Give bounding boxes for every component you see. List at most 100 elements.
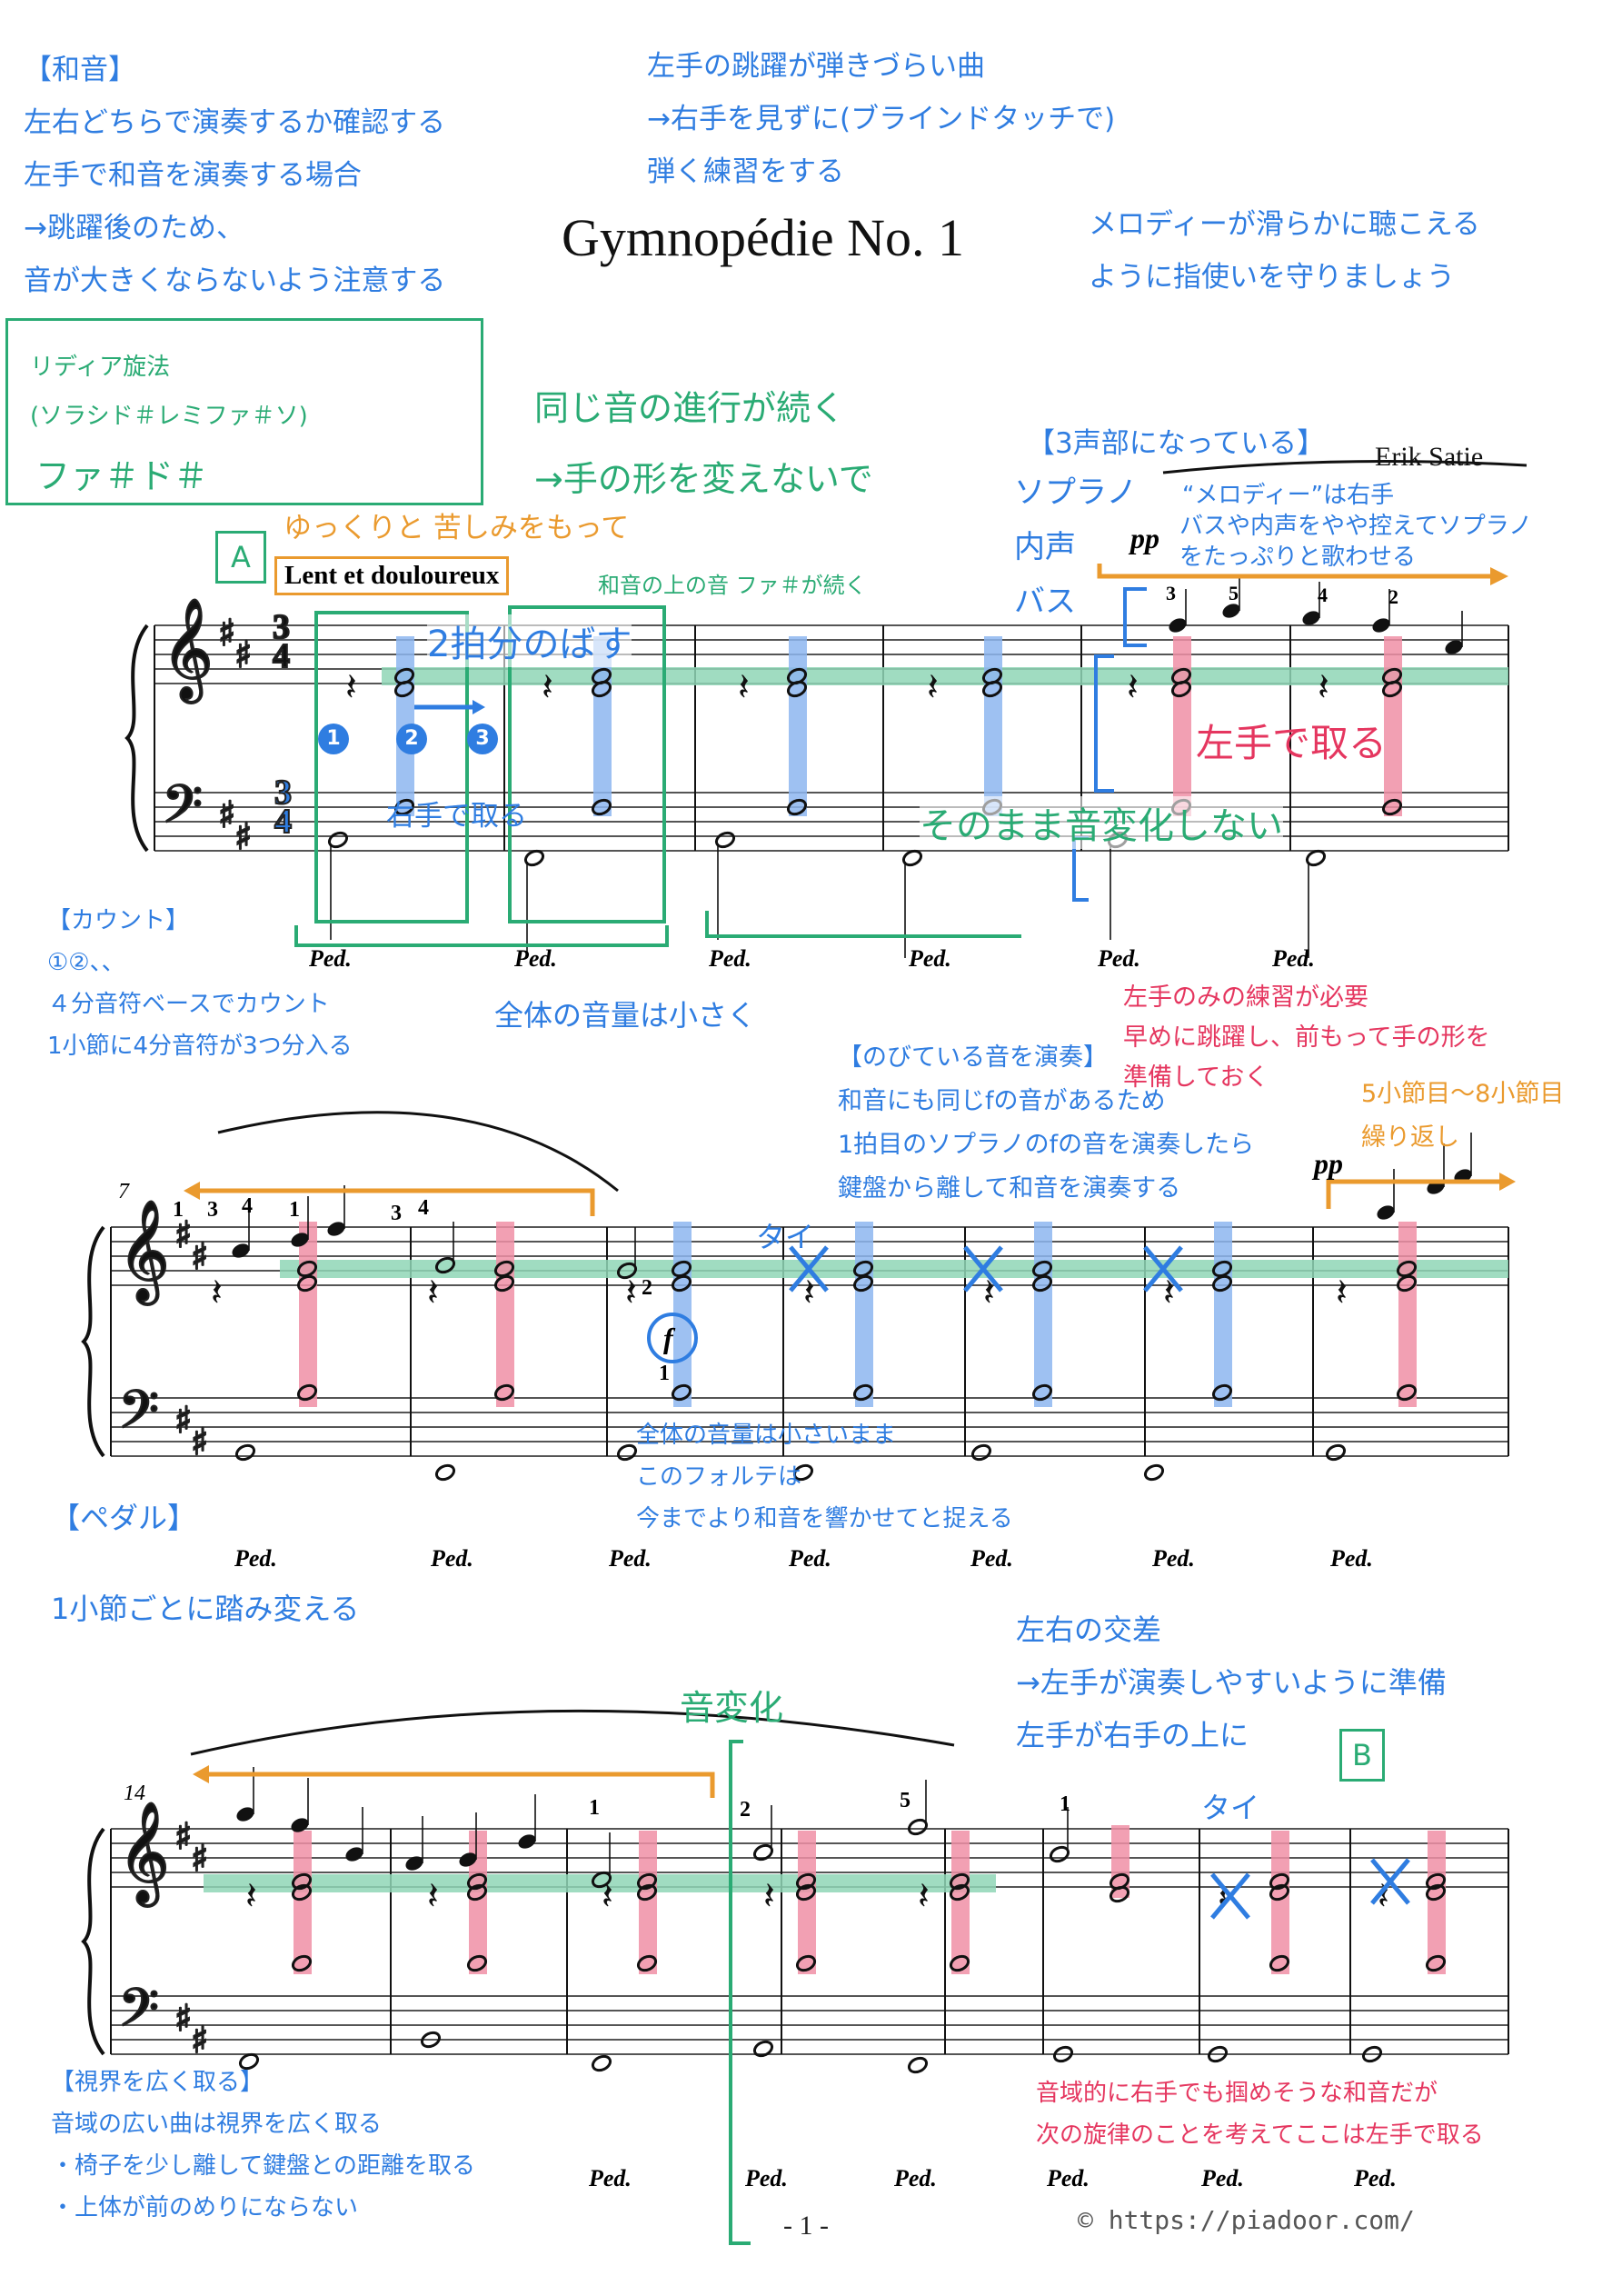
note-head — [232, 1243, 250, 1258]
pedal-mark: Ped. — [514, 945, 557, 972]
note-head — [1052, 2045, 1074, 2063]
section-label-a: A — [215, 531, 266, 584]
highlight-bar — [299, 1222, 317, 1407]
note-head — [949, 1883, 970, 1902]
wide-view-heading: 【視界を広く取る】 — [51, 2069, 264, 2096]
leap-note-line: 弾く練習をする — [647, 155, 844, 188]
overall-volume-note: 全体の音量は小さく — [494, 998, 757, 1033]
time-signature: 3 — [273, 608, 290, 646]
cross-hands-line: 左右の交差 — [1016, 1612, 1162, 1647]
note-head — [420, 2031, 442, 2049]
sharp-icon: ♯ — [174, 1400, 192, 1442]
slur — [217, 1111, 619, 1193]
dynamic-pp: pp — [1130, 522, 1159, 554]
wide-view-line: ・上体が前のめりにならない — [51, 2194, 359, 2221]
quarter-rest-icon: 𝄽 — [1336, 1270, 1348, 1314]
note-head — [238, 2052, 260, 2071]
note-head — [291, 1872, 313, 1891]
note-head — [1143, 1463, 1165, 1482]
wide-view-line: ・椅子を少し離して鍵盤との距離を取る — [51, 2152, 475, 2180]
highlight-bar — [639, 1831, 657, 1974]
note-head — [1445, 640, 1463, 654]
note-head — [1425, 1883, 1447, 1902]
note-head — [970, 1443, 992, 1462]
left-hand-take-note: 左手で取る — [1196, 721, 1388, 765]
page-title: Gymnopédie No. 1 — [562, 208, 964, 267]
chord-note-heading: 【和音】 — [24, 54, 136, 86]
count-heading: 【カウント】 — [47, 907, 190, 934]
arrow — [209, 1772, 715, 1798]
sharp-icon: ♯ — [234, 816, 252, 858]
slur — [1162, 460, 1527, 474]
note-head — [1031, 1260, 1053, 1278]
note-head — [1170, 680, 1192, 698]
note-head — [616, 1443, 638, 1462]
left-only-practice-note: 左手のみの練習が必要 早めに跳躍し、前もって手の形を 準備しておく — [1123, 978, 1490, 1098]
melody-right-note: “メロディー”は右手 バスや内声をやや控えてソプラノ をたっぷりと歌わせる — [1179, 480, 1532, 573]
brace — [124, 624, 149, 853]
sharp-icon: ♯ — [174, 1816, 192, 1858]
sustained-note: 【のびている音を演奏】 和音にも同じfの音があるため 1拍目のソプラノのfの音を… — [838, 1036, 1254, 1211]
pedal-mark: Ped. — [609, 1545, 652, 1572]
voice-bracket — [1123, 587, 1147, 647]
highlight-bar — [1173, 636, 1191, 816]
quarter-rest-icon: 𝄽 — [918, 1873, 930, 1918]
cross-out-icon — [789, 1245, 829, 1293]
note-head — [1207, 2045, 1229, 2063]
note-head — [296, 1274, 318, 1293]
note-head — [466, 1883, 488, 1902]
left-hand-choice-note: 音域的に右手でも掴めそうな和音だが 次の旋律のことを考えてここは左手で取る — [1036, 2072, 1484, 2156]
forte-note-line: 全体の音量は小さいまま — [636, 1422, 897, 1449]
same-progression-line: →手の形を変えないで — [534, 459, 873, 499]
count-marker-2: 2 — [396, 724, 427, 754]
forte-note-line: このフォルテは — [636, 1463, 802, 1491]
chord-note-line: 左手で和音を演奏する場合 — [24, 159, 362, 192]
treble-clef-icon: 𝄞 — [118, 1801, 170, 1907]
note-head — [949, 1872, 970, 1891]
quarter-rest-icon: 𝄽 — [803, 1270, 815, 1314]
lydian-title: リディア旋法 — [30, 354, 171, 381]
highlight-bar — [789, 636, 807, 816]
note-head — [901, 849, 923, 867]
fingering-note: メロディーが滑らかに聴こえる ように指使いを守りましょう — [1089, 198, 1480, 304]
note-head — [591, 798, 612, 816]
highlight-bar — [984, 636, 1002, 816]
note-head — [1396, 1260, 1418, 1278]
melody-arrow — [1097, 564, 1490, 579]
measure-number-14: 14 — [124, 1782, 145, 1805]
time-signature: 3 — [274, 774, 292, 812]
note-head — [291, 1818, 309, 1832]
highlight-bar — [1214, 1222, 1232, 1407]
tempo-box: Lent et douloureux — [274, 556, 510, 595]
quarter-rest-icon: 𝄽 — [927, 664, 939, 709]
fingering: 3 — [1166, 582, 1176, 604]
pedal-mark: Ped. — [894, 2165, 937, 2191]
note-head — [786, 798, 808, 816]
quarter-rest-icon: 𝄽 — [763, 1873, 775, 1918]
pedal-line: 1小節ごとに踏み変える — [51, 1592, 360, 1626]
quarter-rest-icon: 𝄽 — [427, 1270, 439, 1314]
highlight-bar — [496, 1222, 514, 1407]
dynamic-pp-2: pp — [1314, 1147, 1343, 1180]
chord-note-line: 左右どちらで演奏するか確認する — [24, 106, 446, 139]
brace — [81, 1827, 105, 2056]
note-head — [1381, 798, 1403, 816]
highlight-bar — [951, 1831, 970, 1974]
lydian-scale: (ソラシド＃レミファ＃ソ) — [30, 403, 308, 430]
cross-out-icon — [1370, 1858, 1410, 1905]
note-head — [1305, 849, 1327, 867]
pedal-mark: Ped. — [745, 2165, 788, 2191]
note-head — [1396, 1274, 1418, 1293]
lydian-mode-box: リディア旋法 (ソラシド＃レミファ＃ソ) ファ＃ド＃ — [5, 318, 483, 505]
note-head — [1425, 1954, 1447, 1972]
quarter-rest-icon: 𝄽 — [1127, 664, 1139, 709]
note-head — [296, 1383, 318, 1402]
note-head — [1211, 1274, 1233, 1293]
pedal-mark: Ped. — [309, 945, 352, 972]
pedal-mark: Ped. — [1330, 1545, 1373, 1572]
no-change-note: そのまま音変化しない — [920, 796, 1283, 849]
pedal-mark: Ped. — [970, 1545, 1013, 1572]
voice-bracket — [1094, 654, 1114, 793]
note-head — [795, 1872, 817, 1891]
